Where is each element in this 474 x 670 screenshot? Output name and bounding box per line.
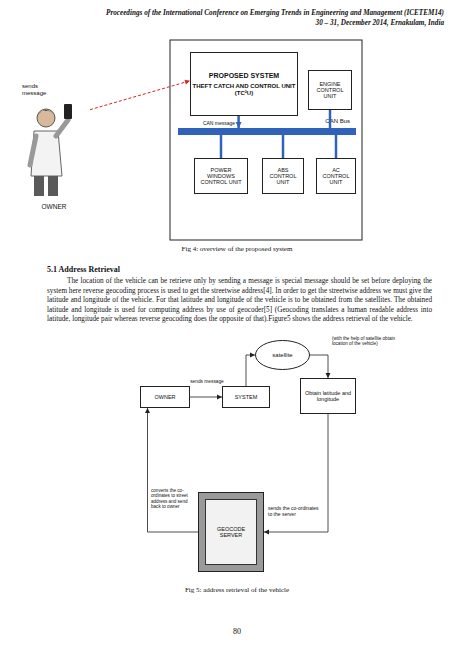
box-label: THEFT CATCH AND CONTROL UNIT (TC²U): [192, 83, 296, 97]
box-label: satellite: [272, 352, 292, 359]
box-label: AC CONTROL UNIT: [318, 167, 354, 186]
owner-leg: [34, 176, 44, 196]
figure-caption: Fig 5: address retrieval of the vehicle: [0, 586, 474, 594]
running-header: Proceedings of the International Confere…: [30, 9, 444, 18]
connector-line: [190, 397, 222, 398]
owner-figure: OWNER: [18, 92, 90, 210]
edge-label: converts the co-ordinates to street addr…: [151, 488, 196, 509]
connector: [336, 135, 337, 158]
page-number: 80: [0, 627, 474, 637]
box-label: POWER WINDOWS CONTROL UNIT: [196, 167, 246, 186]
edge-label: (with the help of satellite obtain locat…: [332, 336, 404, 347]
can-bus-band: CAN Bus: [178, 128, 356, 135]
process-box: Obtain latitude and longitude: [300, 378, 356, 414]
connector: [190, 395, 222, 400]
ellipse-shape: [256, 341, 310, 370]
box-label: Obtain latitude and longitude: [302, 390, 354, 403]
process-box: SYSTEM: [222, 386, 270, 408]
signal-label: CAN message: [201, 120, 237, 126]
connector: [264, 414, 328, 535]
section-heading: 5.1 Address Retrieval: [47, 265, 347, 275]
edge-label: sends message: [190, 379, 224, 385]
process-box: PROPOSED SYSTEM THEFT CATCH AND CONTROL U…: [190, 52, 298, 116]
process-box: POWER WINDOWS CONTROL UNIT: [194, 158, 248, 194]
process-box: ENGINE CONTROL UNIT: [308, 70, 352, 110]
connector-line: [264, 414, 328, 532]
connector: [310, 355, 331, 378]
owner-leg: [48, 176, 58, 196]
connector-line: [282, 135, 285, 158]
owner-hair: [37, 110, 55, 116]
connector-line: [148, 408, 199, 532]
body-paragraph: The location of the vehicle can be retri…: [47, 277, 432, 325]
connector-line: [237, 116, 240, 128]
connector: [90, 80, 190, 110]
box-label: OWNER: [154, 394, 175, 400]
box-label: SYSTEM: [235, 394, 258, 400]
connector: [283, 135, 284, 158]
box-label: GEOCODE SERVER: [207, 526, 255, 539]
connector: [236, 116, 242, 128]
figure-frame: [170, 40, 362, 240]
connector: [221, 135, 222, 158]
edge-label: sends message: [22, 83, 58, 97]
running-header: 30 – 31, December 2014, Ernakulam, India: [30, 19, 444, 28]
box-label: OWNER: [42, 203, 67, 210]
box-label: CAN Bus: [325, 118, 350, 125]
owner-arm: [30, 136, 36, 165]
arrow-head: [250, 353, 255, 358]
process-box: AC CONTROL UNIT: [316, 158, 356, 194]
connector-line: [246, 355, 255, 386]
server-box: GEOCODE SERVER: [198, 492, 264, 572]
box-label: ENGINE CONTROL UNIT: [310, 81, 350, 100]
figure-caption: Fig 4: overview of the proposed system: [0, 245, 474, 253]
connector-line: [310, 355, 328, 378]
connector-line: [220, 135, 223, 158]
arrow-head: [145, 408, 150, 413]
connector-line: [335, 135, 338, 158]
edge-label: sends the co-ordinates to the server: [268, 506, 324, 518]
box-heading: PROPOSED SYSTEM: [209, 72, 279, 80]
process-box: ABS CONTROL UNIT: [262, 158, 304, 194]
arrow-head: [264, 530, 269, 535]
satellite-ellipse: satellite: [255, 340, 310, 370]
connector-line: [90, 81, 190, 110]
phone-icon: [64, 104, 72, 119]
connector: [246, 353, 255, 387]
process-box: OWNER: [140, 386, 190, 408]
owner-illustration: [30, 104, 72, 196]
connector: [145, 408, 198, 532]
owner-arm: [56, 120, 68, 136]
owner-head: [37, 109, 55, 127]
box-label: ABS CONTROL UNIT: [264, 167, 302, 186]
